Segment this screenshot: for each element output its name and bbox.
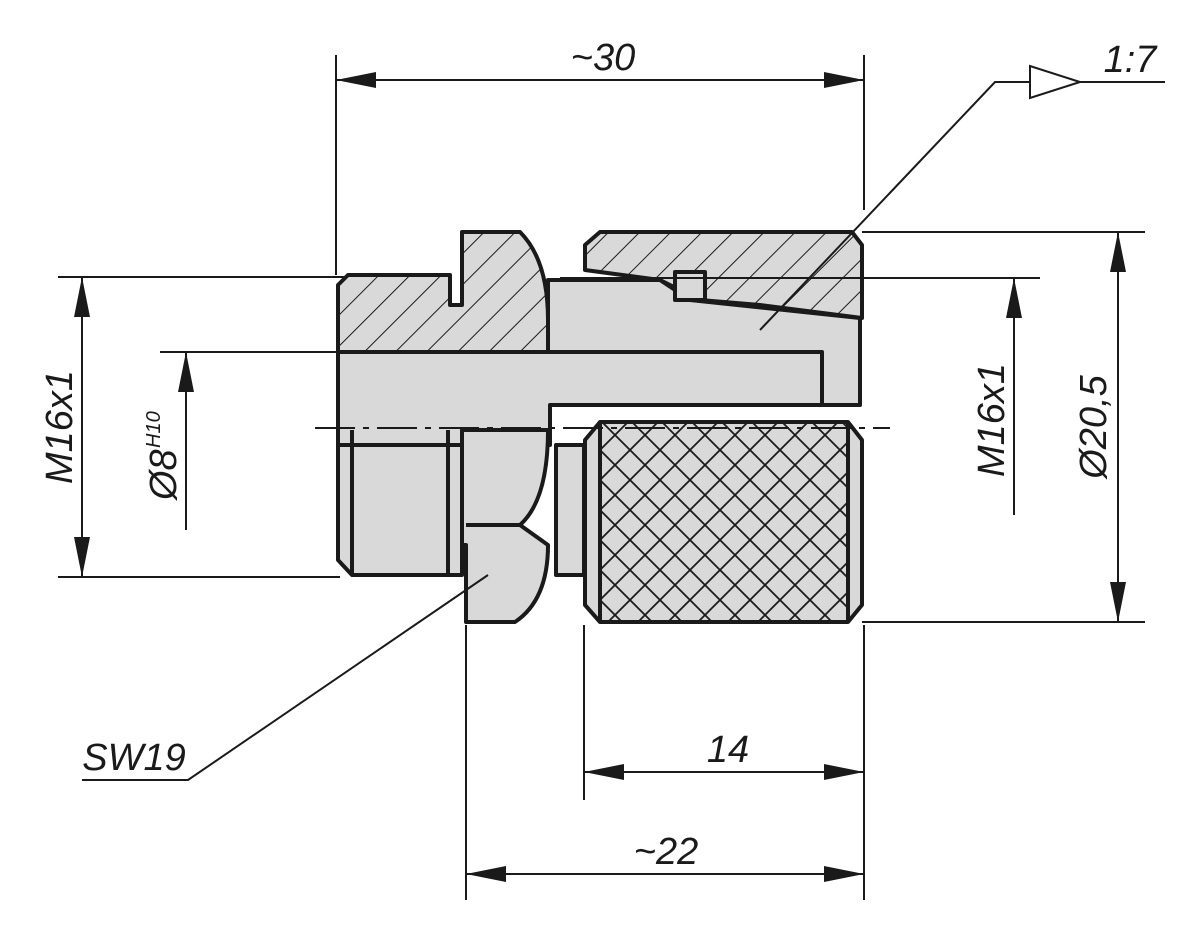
dim-thread-right: M16x1 [971,278,1022,515]
taper-symbol [1029,64,1084,100]
extension-lines [58,55,1145,900]
dim-outer-diameter: Ø20,5 [1073,232,1126,622]
left-thread-hatch [338,232,548,352]
dim-wrench-length: ~22 [466,831,864,882]
wrench-size-callout: SW19 [82,574,489,781]
taper-ratio-label: 1:7 [1104,39,1159,81]
neck-view [554,443,586,577]
left-thread-view [336,443,464,577]
dim-bore-label: Ø8 [143,449,185,502]
knurl-pattern [602,424,846,620]
wrench-size-label: SW19 [82,737,185,779]
seal-groove [673,270,707,302]
taper-callout: 1:7 [759,39,1165,331]
dim-thread-left: M16x1 [39,277,90,577]
dim-outer-diameter-label: Ø20,5 [1073,374,1115,480]
dim-knurl-length: 14 [584,729,864,780]
fitting-body [336,230,864,624]
dim-bore: Ø8 H10 [143,352,194,530]
dim-overall-length-label: ~30 [571,37,635,79]
dim-bore-tolerance: H10 [143,411,165,448]
dim-thread-right-label: M16x1 [971,363,1013,477]
dim-thread-left-label: M16x1 [39,370,81,484]
dim-overall-length: ~30 [336,37,864,88]
dim-wrench-length-label: ~22 [634,831,698,873]
dim-knurl-length-label: 14 [707,729,749,771]
